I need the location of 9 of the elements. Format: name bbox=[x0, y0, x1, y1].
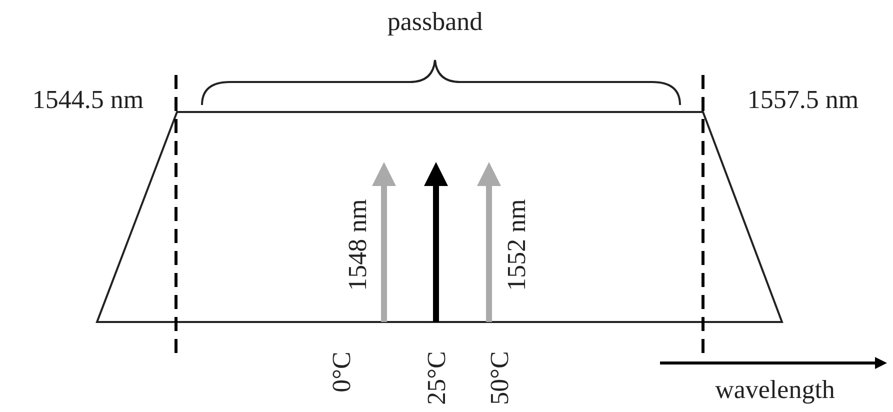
wavelength-value: 1552 nm bbox=[504, 199, 530, 291]
passband-label: passband bbox=[387, 9, 483, 35]
axis-label: wavelength bbox=[715, 377, 835, 403]
temperature-label: 0°C bbox=[329, 352, 355, 392]
temperature-label: 25°C bbox=[424, 351, 450, 405]
temperature-label: 50°C bbox=[487, 351, 513, 405]
wavelength-value: 1548 nm bbox=[345, 199, 371, 291]
wavelength-value: 1557.5 nm bbox=[747, 87, 859, 113]
wavelength-value: 1544.5 nm bbox=[32, 87, 144, 113]
